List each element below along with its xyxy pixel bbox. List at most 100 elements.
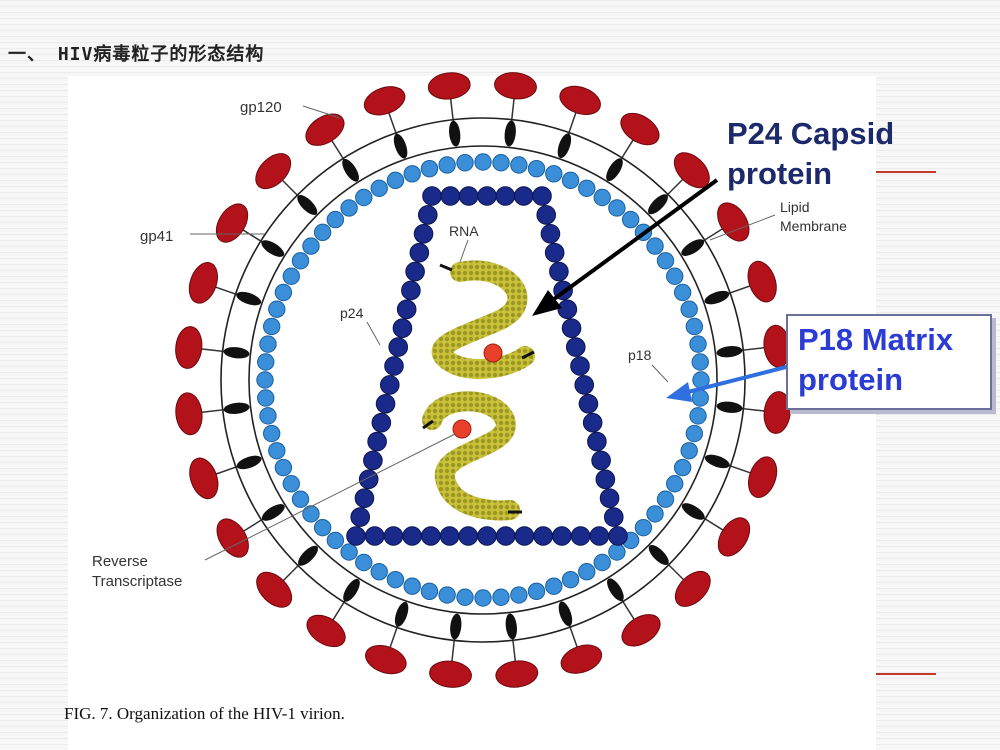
matrix-bead bbox=[621, 210, 640, 229]
capsid-bead bbox=[570, 356, 590, 376]
gp41-stem bbox=[716, 401, 743, 413]
gp41-stem bbox=[449, 120, 461, 147]
gp41-stem bbox=[297, 195, 318, 215]
gp120-head bbox=[763, 391, 791, 434]
matrix-bead bbox=[680, 300, 698, 318]
capsid-bead bbox=[578, 393, 599, 414]
capsid-bead bbox=[570, 526, 591, 546]
matrix-bead bbox=[492, 588, 510, 606]
matrix-bead bbox=[685, 317, 704, 336]
capsid-bead bbox=[358, 469, 379, 490]
gp41-stem bbox=[261, 240, 285, 257]
matrix-bead bbox=[326, 531, 345, 550]
matrix-bead bbox=[268, 442, 286, 460]
capsid-bead bbox=[495, 526, 516, 546]
capsid-bead bbox=[495, 186, 516, 206]
matrix-bead bbox=[561, 570, 580, 589]
matrix-bead bbox=[420, 582, 439, 601]
matrix-bead bbox=[438, 586, 456, 604]
gp41-stem bbox=[557, 133, 572, 159]
label-gp41: gp41 bbox=[140, 228, 173, 245]
matrix-bead bbox=[313, 518, 332, 537]
matrix-bead bbox=[578, 179, 596, 197]
capsid-bead bbox=[544, 242, 565, 263]
capsid-bead bbox=[589, 526, 610, 546]
matrix-bead bbox=[420, 159, 439, 178]
gp120-head bbox=[188, 262, 218, 304]
gp120-head bbox=[215, 203, 249, 243]
gp41-stem bbox=[261, 504, 285, 521]
gp120-head bbox=[429, 660, 472, 688]
p18-callout-line1: P18 Matrix bbox=[798, 322, 954, 357]
capsid-bead bbox=[587, 431, 607, 452]
gp41-stem bbox=[223, 347, 250, 359]
capsid-bead bbox=[561, 318, 582, 339]
capsid-bead bbox=[346, 526, 366, 546]
capsid-bead bbox=[371, 412, 392, 433]
capsid-bead bbox=[565, 337, 586, 357]
matrix-bead bbox=[673, 283, 692, 302]
matrix-bead bbox=[302, 505, 320, 523]
capsid-bead bbox=[439, 526, 460, 546]
p18-arrow bbox=[687, 364, 791, 394]
figure-caption: FIG. 7. Organization of the HIV-1 virion… bbox=[64, 704, 345, 723]
gp120-head bbox=[216, 518, 249, 558]
matrix-bead bbox=[403, 577, 421, 595]
reverse-transcriptase-dot bbox=[483, 343, 503, 363]
capsid-bead bbox=[409, 242, 430, 263]
matrix-bead bbox=[257, 353, 275, 371]
p24-callout-line1: P24 Capsid bbox=[727, 116, 895, 151]
gp120-head bbox=[255, 153, 292, 190]
capsid-bead bbox=[375, 393, 396, 414]
matrix-bead bbox=[403, 165, 421, 183]
capsid-bead bbox=[402, 526, 422, 546]
capsid-bead bbox=[477, 186, 497, 206]
gp41-stem bbox=[343, 578, 360, 602]
p18-matrix-callout: P18 Matrix protein bbox=[786, 314, 992, 410]
p24-callout-line2: protein bbox=[727, 156, 833, 191]
gp120-head bbox=[495, 660, 539, 688]
label-lipid-line2: Membrane bbox=[780, 218, 847, 234]
matrix-bead bbox=[340, 199, 358, 217]
leader-lipid bbox=[709, 214, 776, 241]
matrix-bead bbox=[656, 490, 675, 508]
matrix-bead bbox=[257, 389, 275, 407]
capsid-bead bbox=[574, 375, 595, 395]
capsid-bead bbox=[421, 526, 441, 546]
capsid-bead bbox=[557, 299, 578, 320]
rna-end-mark bbox=[521, 350, 535, 360]
matrix-bead bbox=[340, 543, 358, 561]
leader-gp120 bbox=[302, 105, 341, 119]
capsid-bead bbox=[458, 526, 479, 546]
capsid-bead bbox=[552, 526, 572, 546]
matrix-bead bbox=[456, 154, 474, 172]
gp41-stem bbox=[505, 613, 517, 640]
capsid-bead bbox=[392, 318, 413, 339]
matrix-bead bbox=[355, 553, 373, 572]
gp41-stem bbox=[648, 194, 668, 215]
capsid-bead bbox=[364, 526, 385, 546]
gp120-head bbox=[560, 644, 603, 674]
matrix-bead bbox=[545, 165, 563, 183]
matrix-bead bbox=[691, 353, 709, 371]
label-gp120: gp120 bbox=[240, 99, 282, 116]
gp120-head bbox=[427, 72, 471, 100]
label-rna: RNA bbox=[449, 223, 479, 239]
matrix-bead bbox=[593, 188, 611, 207]
matrix-bead bbox=[259, 407, 277, 425]
gp41-stem bbox=[681, 239, 705, 256]
capsid-bead bbox=[367, 431, 387, 452]
matrix-bead bbox=[689, 335, 707, 353]
capsid-bead bbox=[422, 186, 442, 206]
gp41-stem bbox=[716, 346, 743, 358]
gp120-head bbox=[717, 202, 750, 242]
gp41-stem bbox=[704, 290, 730, 305]
matrix-bead bbox=[527, 159, 546, 178]
capsid-bead bbox=[608, 526, 628, 546]
capsid-bead bbox=[388, 337, 409, 357]
matrix-bead bbox=[291, 252, 310, 270]
matrix-bead bbox=[646, 237, 664, 255]
rna-coil-lower bbox=[422, 391, 520, 521]
capsid-bead bbox=[384, 356, 404, 376]
